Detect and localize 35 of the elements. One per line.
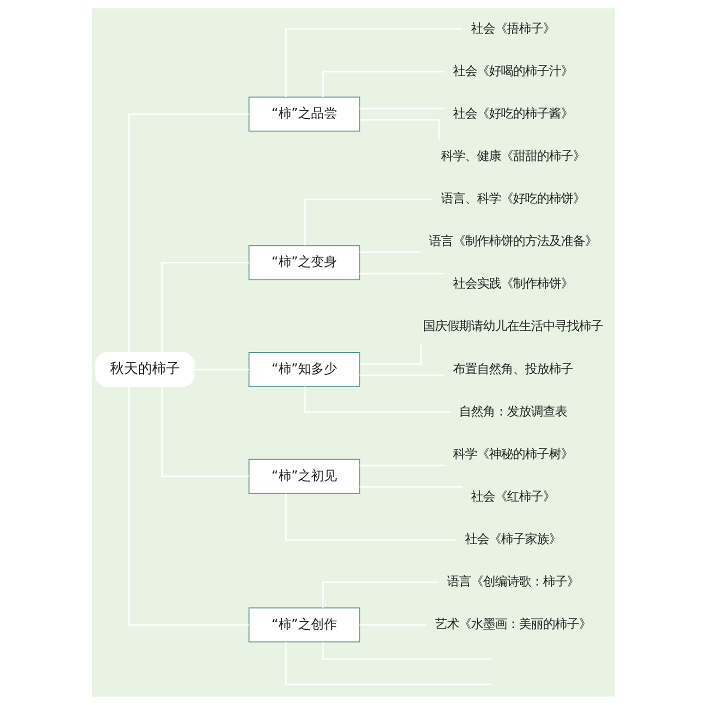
node-box: “柿”之创作 — [248, 607, 360, 642]
node-box: “柿”之品尝 — [248, 96, 360, 132]
connector — [128, 386, 248, 626]
node-text: 社会实践《制作柿饼》 — [452, 276, 572, 291]
node-text: 科学、健康《甜甜的柿子》 — [440, 148, 584, 163]
node-text: 社会《柿子家族》 — [464, 532, 560, 546]
node-text: 国庆假期请幼儿在生活中寻找柿子 — [422, 319, 602, 334]
connector — [160, 262, 248, 352]
node-text: 语言《创编诗歌：柿子》 — [446, 574, 578, 589]
connector — [359, 119, 440, 140]
connector — [160, 386, 248, 478]
node-text: 布置自然角、投放柿子 — [452, 362, 572, 376]
connector — [284, 494, 456, 540]
connector — [322, 70, 444, 98]
node-box: “柿”之变身 — [248, 245, 360, 280]
node-box: “柿”知多少 — [248, 352, 360, 388]
node-text: 语言《制作柿饼的方法及准备》 — [428, 234, 596, 248]
node-text: 自然角：发放调查表 — [458, 404, 566, 418]
node-text: 科学《神秘的柿子树》 — [452, 446, 572, 461]
node-box: “柿”之初见 — [248, 458, 360, 494]
node-box: 秋天的柿子 — [94, 352, 194, 388]
node-text: 社会《捂柿子》 — [470, 21, 554, 36]
node-text: 语言、科学《好吃的柿饼》 — [440, 192, 584, 206]
connector — [322, 642, 492, 660]
node-text: 社会《好吃的柿子酱》 — [452, 106, 572, 120]
connector — [128, 113, 248, 352]
connector — [360, 344, 422, 365]
connector — [284, 28, 462, 97]
node-text: 社会《红柿子》 — [470, 489, 554, 504]
connector — [284, 642, 492, 686]
connector — [304, 386, 450, 413]
connector — [304, 198, 432, 246]
node-text: 社会《好喝的柿子汁》 — [452, 64, 572, 78]
connector — [322, 582, 438, 608]
node-text: 艺术《水墨画：美丽的柿子》 — [434, 617, 590, 632]
